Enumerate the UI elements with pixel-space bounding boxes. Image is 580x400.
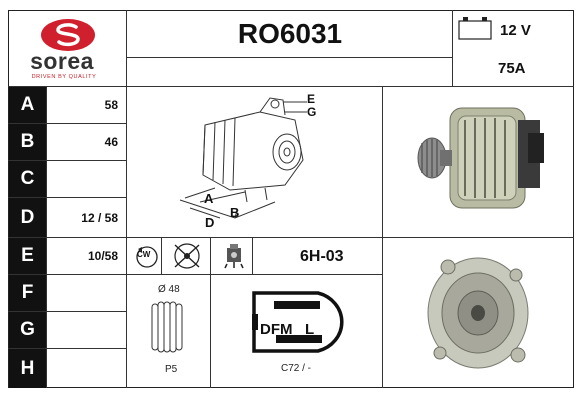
row-letter-b: B: [9, 124, 46, 160]
row-value-f: [46, 275, 124, 311]
diagram-label-e: E: [307, 92, 316, 106]
fan-icon: [174, 243, 200, 269]
grid-line: [8, 348, 126, 349]
connector-code: C72 / -: [281, 363, 312, 374]
connector-label-dfm: DFM: [260, 321, 293, 338]
pulley-icon: [151, 301, 183, 353]
row-letter-f: F: [9, 275, 46, 311]
row-letter-a: A: [9, 87, 46, 123]
grid-line: [8, 311, 126, 312]
rotation-label: CW: [137, 250, 151, 259]
diagram-label-g: G: [307, 105, 317, 119]
grid-line: [8, 123, 126, 124]
grid-line: [252, 237, 253, 274]
diagram-label-b: B: [230, 205, 240, 220]
connector-label-l: L: [305, 321, 315, 338]
row-letter-h: H: [9, 349, 46, 388]
alternator-line-drawing-icon: [179, 97, 307, 219]
grid-line: [382, 86, 383, 388]
brand-name: sorea: [30, 48, 94, 74]
row-value-d: 12 / 58: [81, 210, 118, 225]
row-value-c: [46, 161, 124, 197]
row-letter-c: C: [9, 161, 46, 197]
alternator-photo-front-icon: [427, 257, 529, 369]
grid-line: [126, 10, 127, 388]
grid-line: [8, 86, 574, 87]
voltage-value: 12 V: [500, 22, 531, 39]
regulator-code: 6H-03: [300, 248, 344, 265]
regulator-icon: [224, 244, 244, 269]
pulley-diameter: Ø 48: [158, 284, 180, 295]
row-value-h: [46, 349, 124, 388]
spec-sheet-frame: [8, 10, 574, 388]
row-letter-d: D: [9, 198, 46, 237]
battery-icon: [458, 17, 492, 40]
grid-line: [8, 197, 126, 198]
grid-line: [210, 237, 211, 388]
connector-plug-icon: [252, 291, 344, 353]
row-value-g: [46, 312, 124, 348]
amperage-value: 75A: [498, 60, 526, 77]
brand-tagline: DRIVEN BY QUALITY: [31, 74, 97, 80]
part-number: RO6031: [237, 18, 343, 49]
row-letter-e: E: [9, 238, 46, 274]
diagram-label-a: A: [204, 191, 214, 206]
row-value-b: 46: [104, 135, 118, 149]
row-letter-g: G: [9, 312, 46, 348]
row-value-e: 10/58: [87, 249, 118, 263]
grid-line: [8, 160, 126, 161]
diagram-label-d: D: [205, 215, 215, 230]
pulley-grooves: P5: [165, 364, 178, 375]
grid-line: [8, 274, 382, 275]
grid-line: [126, 57, 452, 58]
grid-line: [46, 86, 47, 388]
grid-line: [161, 237, 162, 274]
rotation-direction-icon: [136, 246, 158, 268]
grid-line: [8, 237, 574, 238]
grid-line: [452, 10, 453, 87]
alternator-photo-side-icon: [417, 107, 544, 209]
sorea-logo-icon: [41, 19, 95, 51]
row-value-a: 58: [104, 98, 118, 112]
